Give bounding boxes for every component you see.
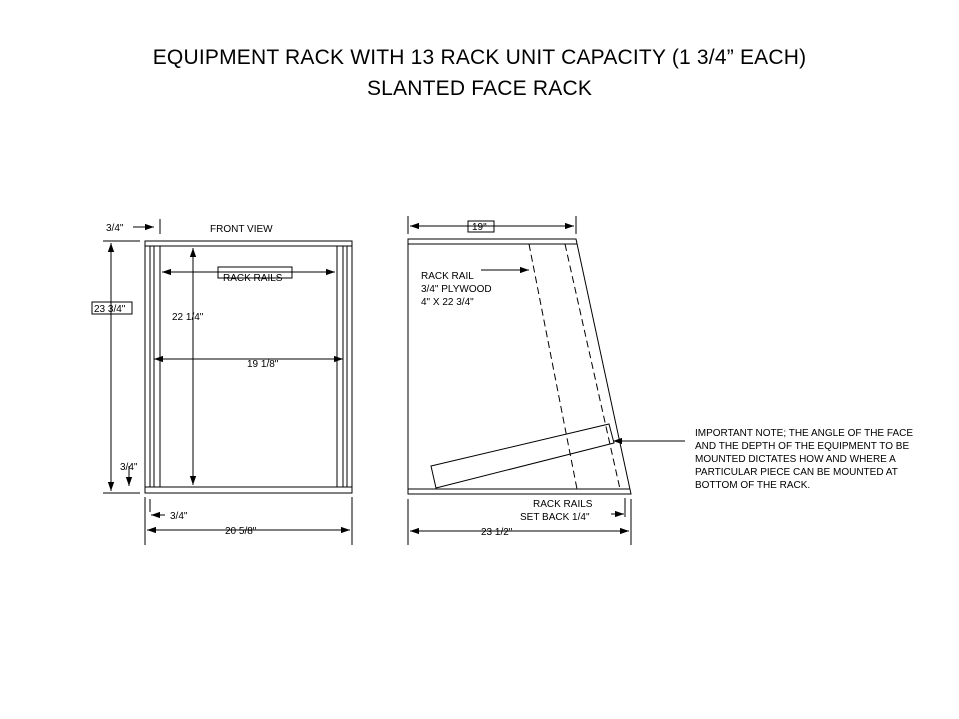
dim-inner-width-label: 19 1/8" bbox=[247, 359, 279, 370]
dim-side-thickness-label: 3/4" bbox=[170, 511, 188, 522]
front-right-rack-rail bbox=[336, 245, 344, 488]
dim-top-depth-label: 19" bbox=[472, 222, 487, 233]
front-left-rack-rail bbox=[153, 245, 161, 488]
side-setback-label-2: SET BACK 1/4" bbox=[520, 512, 590, 523]
note-line-5: BOTTOM OF THE RACK. bbox=[695, 480, 810, 491]
note-line-3: MOUNTED DICTATES HOW AND WHERE A bbox=[695, 454, 896, 465]
dim-inner-height-label: 22 1/4" bbox=[172, 312, 204, 323]
overall-height-label-mask bbox=[91, 301, 133, 315]
side-rack-rail-size: 4" X 22 3/4" bbox=[421, 297, 474, 308]
note-line-1: IMPORTANT NOTE; THE ANGLE OF THE FACE bbox=[695, 428, 913, 439]
side-rack-rail-label: RACK RAIL bbox=[421, 271, 474, 282]
drawing-subtitle: SLANTED FACE RACK bbox=[366, 77, 593, 100]
dim-overall-width-label: 20 5/8" bbox=[225, 526, 257, 537]
side-rack-rail-dashed-inner bbox=[528, 243, 578, 490]
side-setback-label-1: RACK RAILS bbox=[533, 499, 593, 510]
side-rack-rail-material: 3/4" PLYWOOD bbox=[421, 284, 492, 295]
dim-bottom-depth-label: 23 1/2" bbox=[481, 527, 513, 538]
front-view-label: FRONT VIEW bbox=[210, 224, 273, 235]
side-view: 19" RACK RAIL 3/4" PLYWOOD 4" X 22 3/4" … bbox=[407, 216, 632, 545]
important-note: IMPORTANT NOTE; THE ANGLE OF THE FACE AN… bbox=[613, 428, 913, 491]
front-view: 3/4" FRONT VIEW RACK RAILS 23 3/4" 22 1/… bbox=[91, 219, 353, 545]
dim-overall-height-label: 23 3/4" bbox=[94, 304, 126, 315]
dim-top-thickness-label: 3/4" bbox=[106, 223, 124, 234]
rack-rails-label-mask bbox=[217, 266, 293, 279]
front-rack-rails-label: RACK RAILS bbox=[223, 273, 283, 284]
note-line-2: AND THE DEPTH OF THE EQUIPMENT TO BE bbox=[695, 441, 909, 452]
top-depth-label-mask bbox=[467, 220, 495, 233]
side-outer-profile bbox=[407, 238, 632, 495]
drawing-title: EQUIPMENT RACK WITH 13 RACK UNIT CAPACIT… bbox=[152, 46, 807, 69]
dim-bottom-thickness-label: 3/4" bbox=[120, 462, 138, 473]
note-line-4: PARTICULAR PIECE CAN BE MOUNTED AT bbox=[695, 467, 898, 478]
side-rack-rail-dashed-outer bbox=[564, 243, 621, 490]
side-mounted-equipment bbox=[430, 423, 615, 489]
front-outer-frame bbox=[144, 240, 353, 494]
